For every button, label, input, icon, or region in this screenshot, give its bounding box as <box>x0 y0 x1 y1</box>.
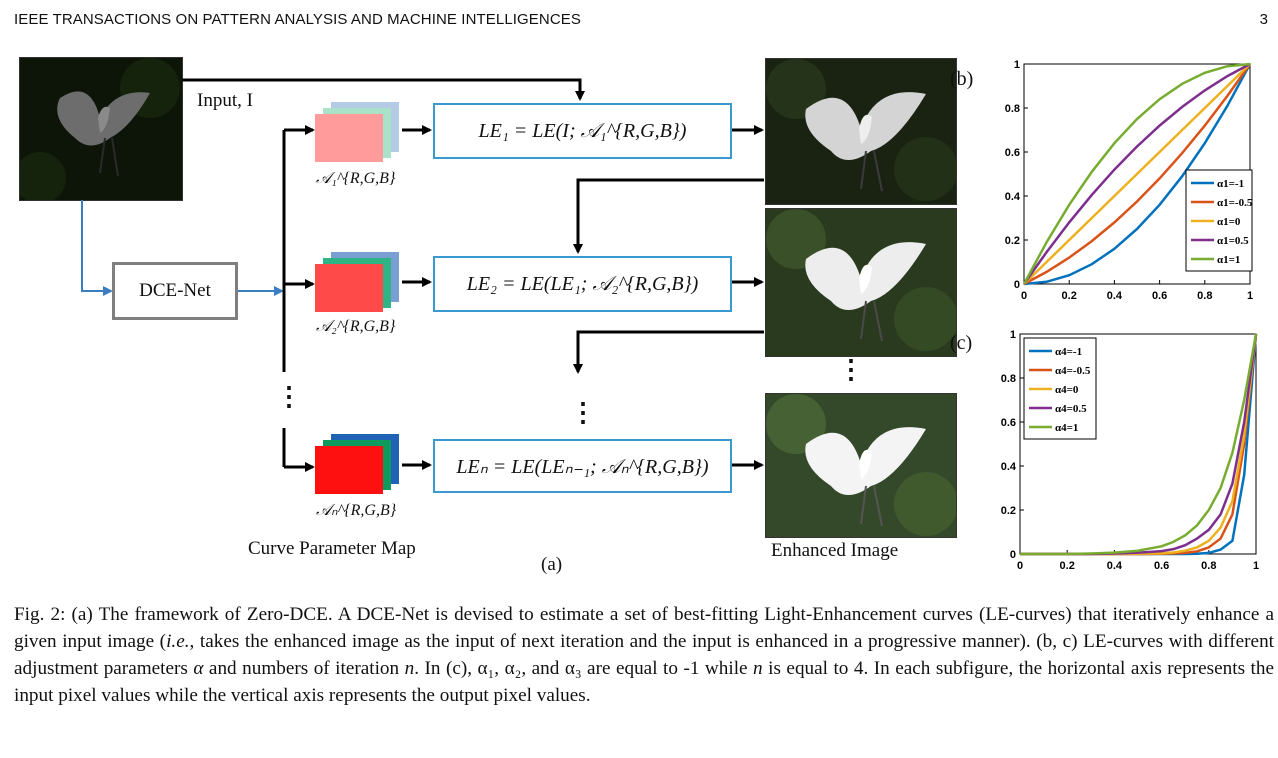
series-line <box>1020 333 1258 556</box>
x-tick-label: 1 <box>1247 290 1253 302</box>
ellipsis-feedback: ⋮ <box>570 398 596 427</box>
legend-label: α4=0 <box>1055 384 1079 396</box>
x-tick-label: 0.2 <box>1062 290 1077 302</box>
subfigure-a-label: (a) <box>541 554 563 575</box>
map-label-2: 𝒜₂^{R,G,B} <box>316 318 396 335</box>
legend-label: α1=0 <box>1217 216 1241 228</box>
y-tick-label: 0.6 <box>1005 147 1020 159</box>
x-tick-label: 0 <box>1017 560 1023 572</box>
le-equation-n: LEₙ = LE(LEₙ₋₁; 𝒜ₙ^{R,G,B}) <box>456 455 709 478</box>
y-tick-label: 0.4 <box>1005 191 1021 203</box>
series-line <box>1022 62 1251 285</box>
legend-label: α1=-0.5 <box>1217 197 1253 209</box>
y-tick-label: 0.8 <box>1005 103 1020 115</box>
curve-param-label: Curve Parameter Map <box>248 538 416 559</box>
curve-map-stack-2 <box>315 252 399 312</box>
x-tick-label: 0.6 <box>1154 560 1169 572</box>
series-line <box>1023 63 1252 286</box>
y-tick-label: 0.2 <box>1001 505 1016 517</box>
legend: α1=-1 α1=-0.5 α1=0 α1=0.5 α1=1 <box>1185 169 1253 272</box>
legend-label: α4=0.5 <box>1055 403 1087 415</box>
input-image <box>19 57 183 201</box>
y-tick-label: 0.2 <box>1005 235 1020 247</box>
x-tick-label: 0.8 <box>1201 560 1216 572</box>
series-line <box>1023 63 1251 285</box>
input-label: Input, I <box>197 90 253 111</box>
enhanced-image-2 <box>765 208 957 357</box>
curve-map-stack-n <box>315 434 399 494</box>
x-tick-label: 0.4 <box>1107 290 1123 302</box>
chart-c: 0 0.2 0.4 0.6 0.8 1 0 0.2 0.4 0.6 0.8 1 α4=-1 α4=-0.5… <box>1001 329 1259 572</box>
journal-header: IEEE TRANSACTIONS ON PATTERN ANALYSIS AN… <box>14 11 581 28</box>
subfigure-c-label: (c) <box>950 332 973 354</box>
subfigure-b-label: (b) <box>950 68 974 90</box>
y-tick-label: 0 <box>1010 549 1016 561</box>
y-tick-label: 0.6 <box>1001 417 1016 429</box>
le-box-n: LEₙ = LE(LEₙ₋₁; 𝒜ₙ^{R,G,B}) <box>433 439 732 493</box>
legend-label: α4=-1 <box>1055 346 1082 358</box>
ellipsis-bus: ⋮ <box>276 382 302 411</box>
legend-label: α1=0.5 <box>1217 235 1249 247</box>
series-line <box>1023 63 1252 286</box>
series-line <box>1022 62 1251 285</box>
curve-map-stack-1 <box>315 102 399 162</box>
x-tick-label: 0 <box>1021 290 1027 302</box>
le-box-1: LE₁ = LE(I; 𝒜₁^{R,G,B}) <box>433 103 732 159</box>
legend-label: α1=1 <box>1217 254 1240 266</box>
le-box-2: LE₂ = LE(LE₁; 𝒜₂^{R,G,B}) <box>433 256 732 312</box>
x-tick-label: 0.2 <box>1060 560 1075 572</box>
x-tick-label: 0.8 <box>1197 290 1212 302</box>
x-tick-label: 0.4 <box>1107 560 1123 572</box>
framework-connectors <box>81 78 764 472</box>
y-tick-label: 0.8 <box>1001 373 1016 385</box>
y-tick-label: 0.4 <box>1001 461 1017 473</box>
enhanced-image-1 <box>765 58 957 205</box>
figure-caption: Fig. 2: (a) The framework of Zero-DCE. A… <box>14 604 1275 706</box>
enhanced-image-n <box>765 393 957 538</box>
map-label-1: 𝒜₁^{R,G,B} <box>316 170 396 187</box>
enhanced-image-label: Enhanced Image <box>771 540 899 561</box>
chart-b: 0 0.2 0.4 0.6 0.8 1 0 0.2 0.4 0.6 0.8 1 α1=-1 α1=-0.5… <box>1005 59 1253 302</box>
y-tick-label: 1 <box>1014 59 1020 71</box>
dce-net-box: DCE-Net <box>112 262 238 320</box>
map-label-n: 𝒜ₙ^{R,G,B} <box>316 502 397 519</box>
legend: α4=-1 α4=-0.5 α4=0 α4=0.5 α4=1 <box>1023 337 1097 440</box>
legend-label: α4=-0.5 <box>1055 365 1091 377</box>
legend-label: α4=1 <box>1055 422 1078 434</box>
le-equation-1: LE₁ = LE(I; 𝒜₁^{R,G,B}) <box>478 119 687 142</box>
legend-label: α1=-1 <box>1217 178 1244 190</box>
page-number: 3 <box>1259 11 1268 28</box>
y-tick-label: 1 <box>1010 329 1016 341</box>
y-tick-label: 0 <box>1014 279 1020 291</box>
ellipsis-enhanced: ⋮ <box>838 355 864 384</box>
le-equation-2: LE₂ = LE(LE₁; 𝒜₂^{R,G,B}) <box>466 272 699 295</box>
x-tick-label: 1 <box>1253 560 1259 572</box>
x-tick-label: 0.6 <box>1152 290 1167 302</box>
dce-net-label: DCE-Net <box>139 280 211 301</box>
